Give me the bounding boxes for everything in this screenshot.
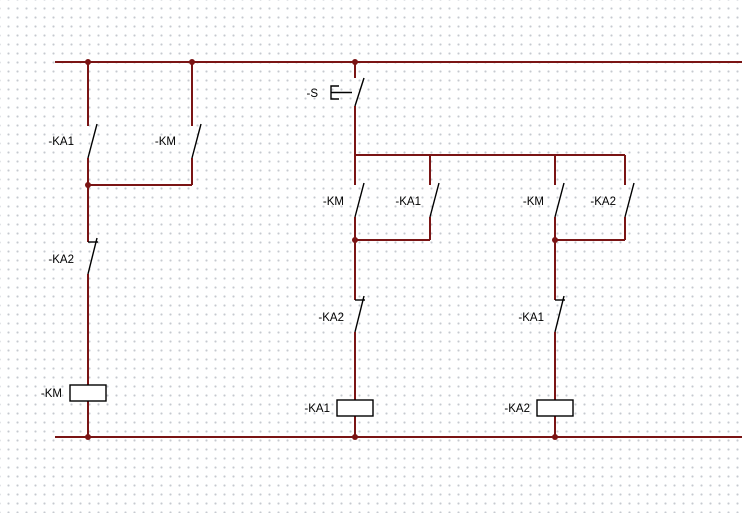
junction-dot	[352, 237, 358, 243]
junction-dot	[352, 59, 358, 65]
rung1-contact-a-label: -KA1	[48, 136, 74, 148]
rung1-contact-b-label: -KM	[155, 136, 176, 148]
switch-contact-blade	[354, 77, 365, 107]
junction-dot	[85, 434, 91, 440]
rung1-nc-contact-label: -KA2	[48, 254, 74, 266]
device-labels: -KA1 -KM -KA2 -KM -S -KM -KA1 -KA2 -KA1 …	[41, 88, 616, 415]
rung3-contact-a-label: -KM	[523, 196, 544, 208]
manual-switch-symbol	[330, 77, 365, 107]
nc-contact-rung2-ka2	[354, 295, 365, 333]
junction-dot	[189, 59, 195, 65]
nc-contact-rung3-ka1	[554, 295, 565, 333]
wires	[87, 62, 626, 437]
component-symbols	[69, 77, 635, 417]
rung3-nc-contact-label: -KA1	[518, 312, 544, 324]
rung3-contact-b-label: -KA2	[590, 196, 616, 208]
coil-rung3-ka2	[536, 399, 574, 417]
junction-dot	[552, 434, 558, 440]
rung2-contact-a-label: -KM	[323, 196, 344, 208]
rung2-contact-b-label: -KA1	[395, 196, 421, 208]
no-contact-rung1-ka1	[87, 123, 98, 159]
no-contact-rung3-km	[554, 182, 565, 218]
rung1-coil-label: -KM	[41, 388, 62, 400]
switch-label: -S	[307, 88, 319, 100]
rung2-nc-contact-label: -KA2	[318, 312, 344, 324]
no-contact-rung1-km	[191, 123, 202, 159]
nc-contact-rung1-ka2	[87, 237, 98, 275]
no-contact-rung2-ka1	[429, 182, 440, 218]
no-contact-rung3-ka2	[624, 182, 635, 218]
junction-dot	[352, 434, 358, 440]
coil-rung1-km	[69, 384, 107, 402]
junction-dots	[85, 59, 558, 440]
power-rails	[55, 60, 742, 439]
no-contact-rung2-km	[354, 182, 365, 218]
junction-dot	[85, 59, 91, 65]
coil-rung2-ka1	[336, 399, 374, 417]
junction-dot	[85, 182, 91, 188]
rung2-coil-label: -KA1	[304, 403, 330, 415]
junction-dot	[552, 237, 558, 243]
rung3-coil-label: -KA2	[504, 403, 530, 415]
